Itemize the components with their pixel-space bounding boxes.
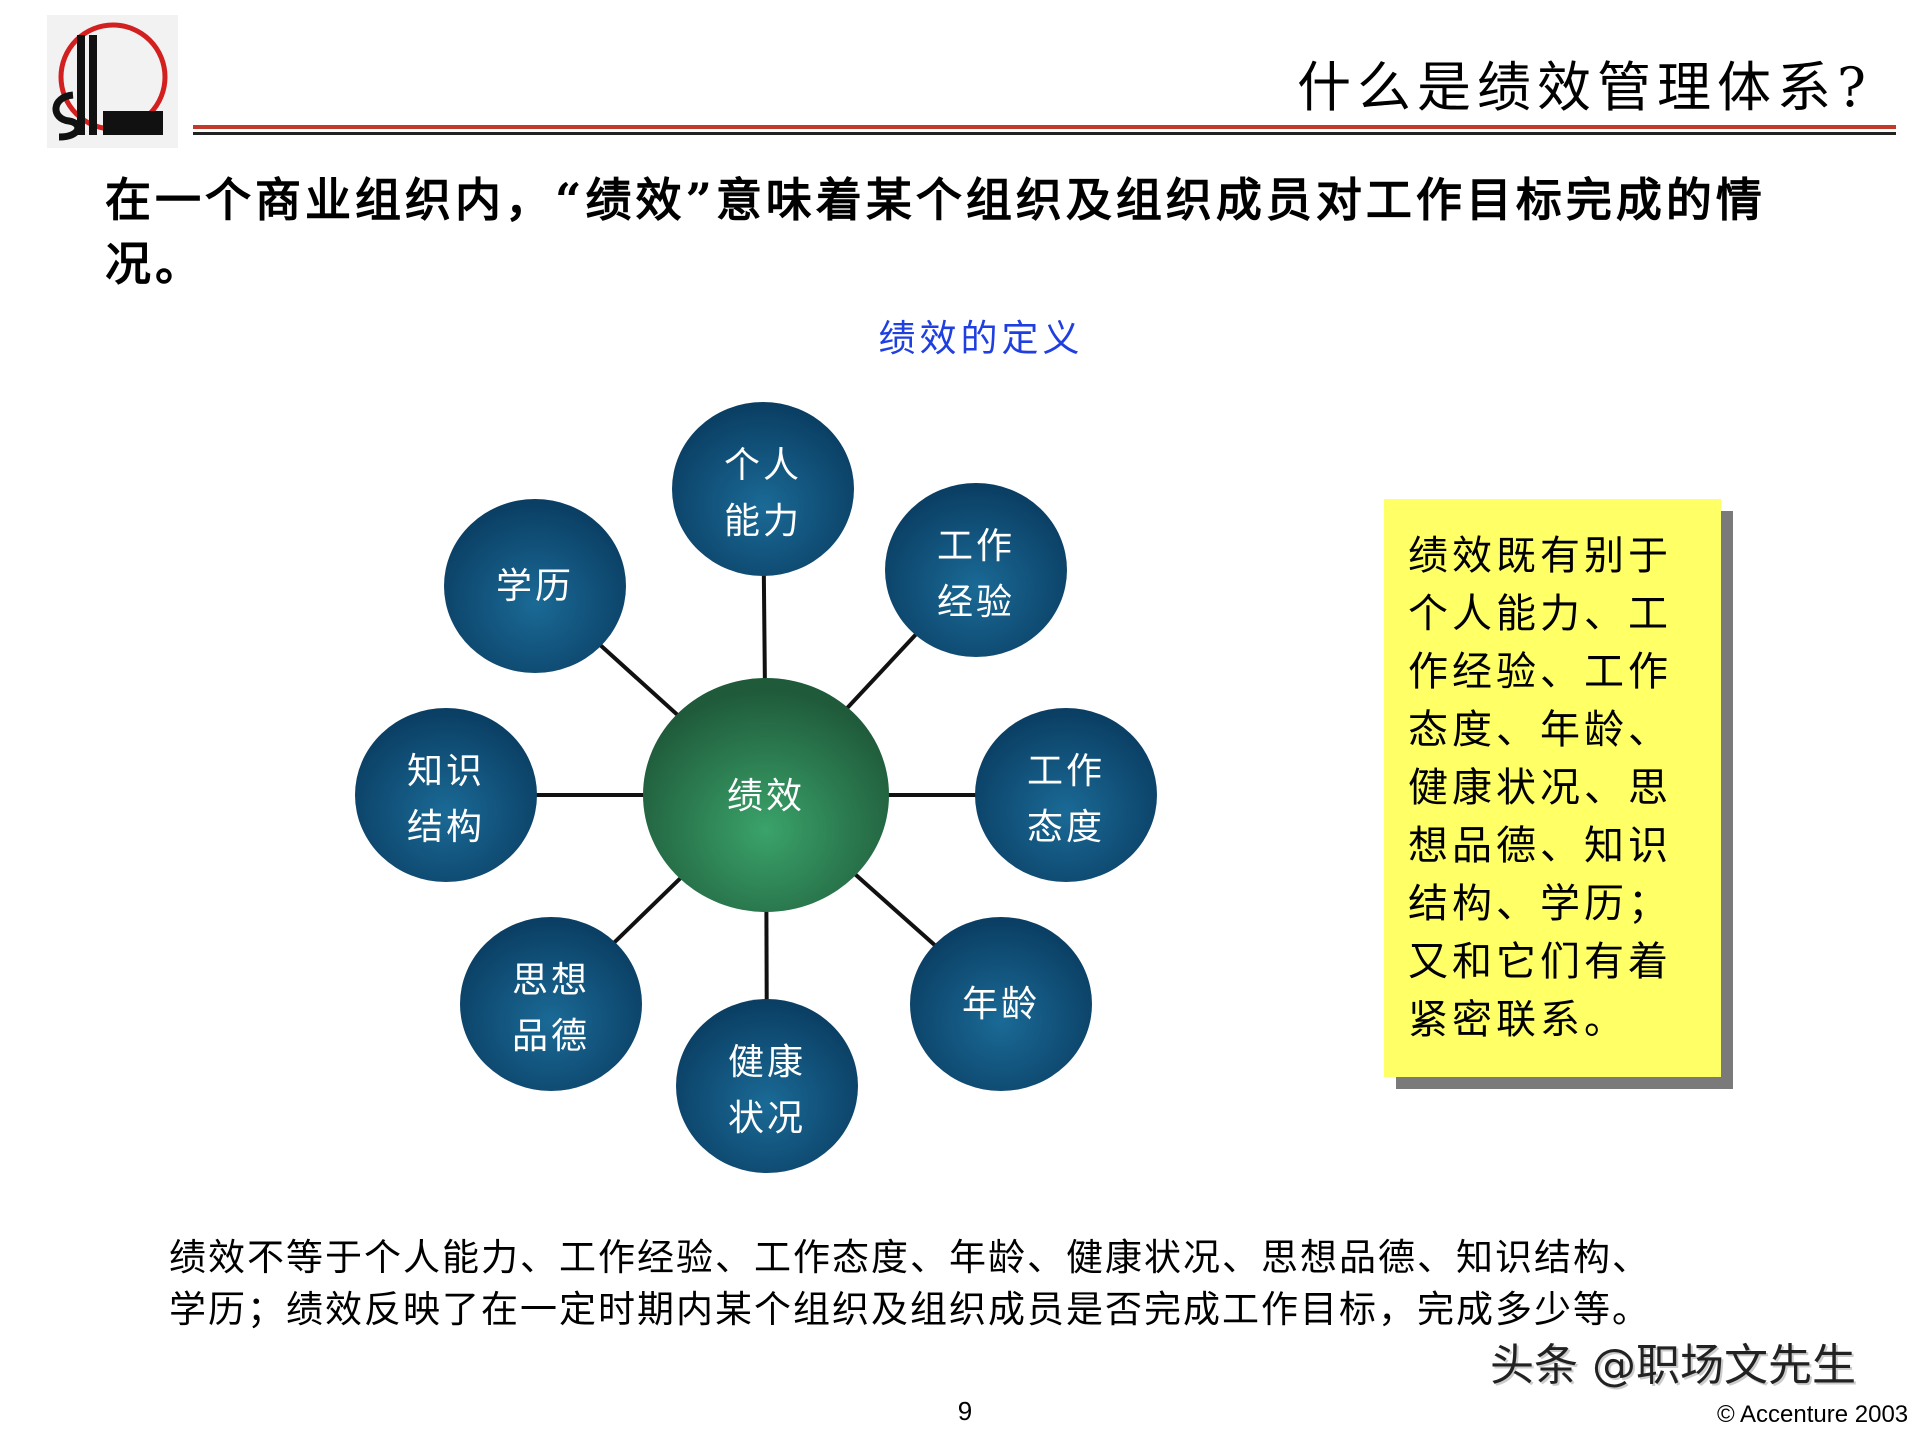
node-work-attitude: 工作态度 <box>975 708 1157 882</box>
node-age: 年龄 <box>910 917 1092 1091</box>
node-morality: 思想品德 <box>460 917 642 1091</box>
note-line: 绩效既有别于 <box>1408 533 1672 579</box>
summary-line-1: 绩效不等于个人能力、工作经验、工作态度、年龄、健康状况、思想品德、知识结构、 <box>169 1236 1651 1279</box>
summary-line-2: 学历；绩效反映了在一定时期内某个组织及组织成员是否完成工作目标，完成多少等。 <box>169 1288 1651 1331</box>
note-line: 结构、学历； <box>1408 881 1672 927</box>
copyright: © Accenture 2003 <box>1717 1401 1909 1428</box>
node-label-line2: 状况 <box>728 1098 806 1139</box>
node-label-line2: 能力 <box>724 501 802 542</box>
node-circle <box>672 402 854 576</box>
node-circle <box>460 917 642 1091</box>
diagram-title: 绩效的定义 <box>878 317 1084 360</box>
node-label-line1: 年龄 <box>962 984 1040 1025</box>
page-title: 什么是绩效管理体系? <box>1297 56 1872 119</box>
node-education: 学历 <box>444 499 626 673</box>
node-knowledge-structure: 知识结构 <box>355 708 537 882</box>
node-circle <box>355 708 537 882</box>
node-label-line1: 学历 <box>496 566 574 607</box>
center-node <box>643 678 889 912</box>
page-number: 9 <box>957 1396 973 1426</box>
node-label-line2: 结构 <box>407 807 485 848</box>
header-rule-dark <box>193 132 1896 135</box>
node-label-line1: 工作 <box>1027 751 1105 792</box>
intro-text: 在一个商业组织内，“绩效”意味着某个组织及组织成员对工作目标完成的情况。 <box>105 173 1766 291</box>
node-circle <box>444 499 626 673</box>
node-circle <box>910 917 1092 1091</box>
sinopec-logo <box>47 15 178 148</box>
center-node-label: 绩效 <box>727 776 805 817</box>
note-line: 健康状况、思 <box>1408 765 1672 811</box>
node-label-line1: 健康 <box>728 1042 806 1083</box>
header-rule-red <box>193 125 1896 129</box>
node-circle <box>885 483 1067 657</box>
node-circle <box>975 708 1157 882</box>
note-line: 又和它们有着 <box>1408 939 1672 985</box>
note-line: 作经验、工作 <box>1408 649 1672 695</box>
node-label-line1: 思想 <box>512 960 590 1001</box>
node-work-experience: 工作经验 <box>885 483 1067 657</box>
note-line: 紧密联系。 <box>1408 997 1628 1043</box>
node-personal-ability: 个人能力 <box>672 402 854 576</box>
node-label-line1: 工作 <box>937 526 1015 567</box>
note-line: 个人能力、工 <box>1408 591 1672 637</box>
node-label-line2: 品德 <box>512 1016 590 1057</box>
node-circle <box>676 999 858 1173</box>
note-line: 态度、年龄、 <box>1408 707 1672 753</box>
watermark: 头条 @职场文先生 <box>1490 1340 1856 1391</box>
node-label-line2: 态度 <box>1027 807 1105 848</box>
note-line: 想品德、知识 <box>1408 823 1672 869</box>
node-label-line1: 个人 <box>724 445 802 486</box>
node-label-line1: 知识 <box>407 751 485 792</box>
node-health: 健康状况 <box>676 999 858 1173</box>
summary-text: 绩效不等于个人能力、工作经验、工作态度、年龄、健康状况、思想品德、知识结构、 学… <box>169 1232 1869 1336</box>
node-label-line2: 经验 <box>937 582 1015 623</box>
note-box: 绩效既有别于个人能力、工作经验、工作态度、年龄、健康状况、思想品德、知识结构、学… <box>1384 499 1721 1077</box>
